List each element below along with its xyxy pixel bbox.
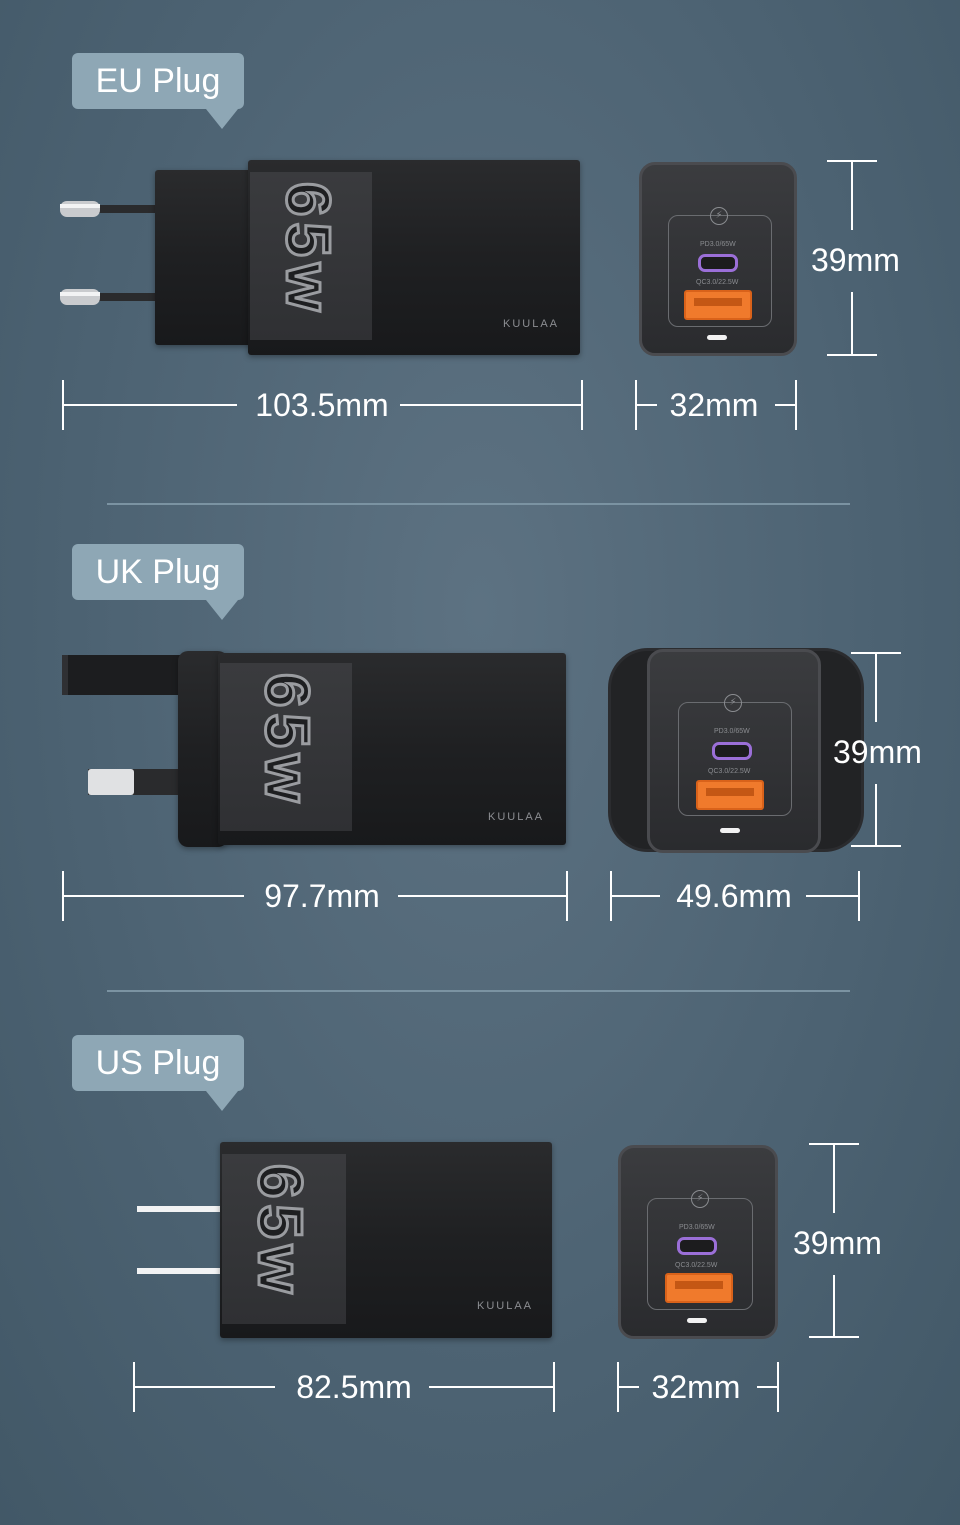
us-height-label: 39mm: [793, 1225, 882, 1261]
us-width-dimension: 32mm: [617, 1362, 779, 1412]
eu-wattage-band: [250, 172, 372, 340]
eu-port-a-label: QC3.0/22.5W: [696, 279, 739, 286]
us-pins: [137, 1206, 223, 1274]
uk-width-label: 49.6mm: [676, 878, 792, 914]
section-divider-2: [107, 990, 850, 992]
uk-port-c-label: PD3.0/65W: [714, 728, 750, 735]
bolt-icon: ⚡: [710, 207, 728, 225]
us-wattage-label: 65w: [244, 1163, 316, 1301]
uk-plug-section: UK Plug 65w KUULAA ⚡ PD3.0/65W QC3.0/22.…: [0, 491, 960, 981]
us-width-label: 32mm: [651, 1369, 741, 1405]
eu-brand-label: KUULAA: [503, 318, 560, 330]
eu-plug-base: [155, 170, 255, 345]
eu-wattage-label: 65w: [272, 181, 344, 319]
eu-indicator-led: [707, 335, 727, 340]
uk-usb-a-port: [696, 780, 764, 810]
eu-plug-section: EU Plug 65w KUULAA ⚡ PD3.0/65W QC3.0/22.…: [0, 0, 960, 490]
uk-charger-side-view: 65w KUULAA: [60, 649, 570, 849]
us-indicator-led: [687, 1318, 707, 1323]
bolt-icon: ⚡: [724, 694, 742, 712]
uk-plug-tag: UK Plug: [72, 544, 244, 620]
us-usb-c-port: [677, 1237, 717, 1255]
us-charger-side-view: 65w KUULAA: [135, 1142, 555, 1338]
eu-usb-c-port: [698, 254, 738, 272]
us-charger-front-view: ⚡ PD3.0/65W QC3.0/22.5W: [618, 1145, 778, 1339]
us-length-dimension: 82.5mm: [133, 1362, 555, 1412]
eu-length-label: 103.5mm: [255, 387, 389, 423]
uk-charger-front-view: ⚡ PD3.0/65W QC3.0/22.5W: [608, 648, 864, 853]
us-port-c-label: PD3.0/65W: [679, 1224, 715, 1231]
uk-usb-c-port: [712, 742, 752, 760]
us-plug-section: US Plug 65w KUULAA ⚡ PD3.0/65W QC3.0/22.…: [0, 982, 960, 1472]
uk-pins: [62, 655, 184, 795]
uk-port-a-label: QC3.0/22.5W: [708, 768, 751, 775]
us-wattage-band: [222, 1154, 346, 1324]
eu-plug-tag: EU Plug: [72, 53, 244, 129]
uk-front-face: ⚡ PD3.0/65W QC3.0/22.5W: [647, 649, 821, 853]
uk-length-label: 97.7mm: [264, 878, 380, 914]
uk-wattage-band: [220, 663, 352, 831]
eu-charger-side-view: 65w KUULAA: [55, 160, 585, 355]
eu-height-label: 39mm: [811, 242, 900, 278]
eu-width-label: 32mm: [669, 387, 759, 423]
eu-charger-front-view: ⚡ PD3.0/65W QC3.0/22.5W: [639, 162, 797, 356]
us-usb-a-port: [665, 1273, 733, 1303]
eu-length-dimension: 103.5mm: [62, 380, 583, 430]
uk-width-dimension: 49.6mm: [610, 871, 860, 921]
eu-pins: [60, 201, 157, 305]
us-port-a-label: QC3.0/22.5W: [675, 1262, 718, 1269]
uk-height-dimension: 39mm: [833, 652, 922, 847]
eu-width-dimension: 32mm: [635, 380, 797, 430]
us-length-label: 82.5mm: [296, 1369, 412, 1405]
us-height-dimension: 39mm: [793, 1143, 882, 1338]
bolt-icon: ⚡: [691, 1190, 709, 1208]
us-plug-tag: US Plug: [72, 1035, 244, 1111]
eu-port-c-label: PD3.0/65W: [700, 241, 736, 248]
section-divider-1: [107, 503, 850, 505]
uk-height-label: 39mm: [833, 734, 922, 770]
us-brand-label: KUULAA: [477, 1300, 534, 1312]
uk-wattage-label: 65w: [251, 672, 323, 810]
uk-indicator-led: [720, 828, 740, 833]
uk-length-dimension: 97.7mm: [62, 871, 568, 921]
eu-height-dimension: 39mm: [811, 160, 900, 356]
uk-brand-label: KUULAA: [488, 811, 545, 823]
eu-usb-a-port: [684, 290, 752, 320]
